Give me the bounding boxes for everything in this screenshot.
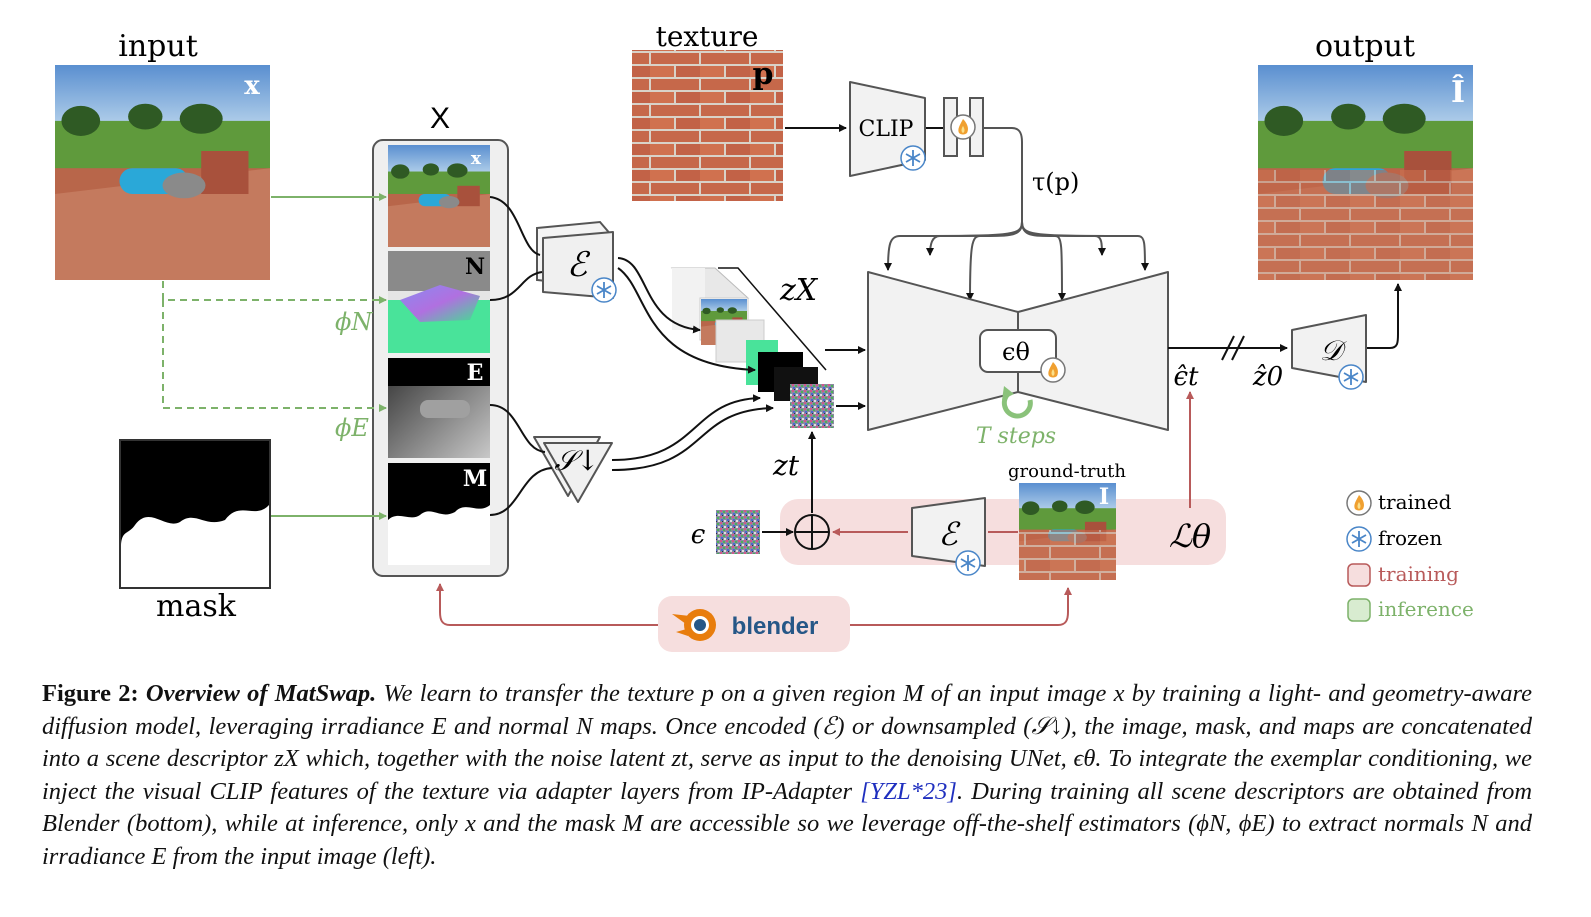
stack-normal-map: N (388, 251, 490, 353)
svg-text:blender: blender (732, 613, 819, 640)
blender-to-gt-arrow (850, 587, 1072, 626)
caption-title: Overview of MatSwap. (145, 680, 377, 707)
figure-caption: Figure 2: Overview of MatSwap. We learn … (42, 678, 1532, 873)
stack-image-x: x (388, 145, 490, 247)
epsilon-noise-patch (716, 510, 760, 554)
denoising-unet: ϵθ (867, 271, 1169, 431)
encoder-to-latent-arrows (611, 257, 866, 471)
conditioning-branches (884, 221, 1149, 301)
svg-text:ℰ: ℰ (938, 515, 961, 553)
svg-text:N: N (465, 254, 485, 280)
svg-text:CLIP: CLIP (859, 117, 914, 142)
decoder-to-output-arrow (1367, 283, 1402, 349)
output-i-label: Î (1451, 74, 1465, 110)
inference-arrows (162, 193, 387, 520)
stack-to-encoder-arrows (489, 196, 553, 516)
flame-icon (1346, 490, 1372, 516)
loss-label: ℒθ (1169, 517, 1211, 555)
epsilon-label: ϵ (691, 520, 706, 550)
texture-image: p (632, 50, 783, 201)
training-swatch (1347, 563, 1371, 587)
svg-text:frozen: frozen (1378, 526, 1442, 550)
tau-p-label: τ(p) (1032, 168, 1079, 196)
svg-text:M: M (463, 466, 487, 492)
caption-citation-link[interactable]: [YZL*23] (860, 777, 957, 805)
phi-e-label: ϕE (335, 414, 369, 442)
caption-body-end: . During training all scene descriptors … (42, 777, 1533, 870)
caption-body: We learn to transfer the texture p on a … (42, 680, 1533, 805)
matswap-diagram: input texture output mask x p Î X x N (55, 20, 1474, 652)
output-image: Î (1258, 65, 1473, 280)
input-image: x (55, 65, 270, 280)
blender-logo: blender (658, 596, 850, 652)
ground-truth-image: I (1019, 483, 1116, 580)
clip-encoder: CLIP (849, 81, 926, 177)
scene-x-title: X (430, 102, 450, 135)
texture-title: texture (656, 20, 759, 53)
ground-truth-label: ground-truth (1008, 461, 1126, 482)
eps-hat-label: ϵ̂t (1173, 362, 1199, 392)
refresh-icon (1001, 386, 1033, 419)
stack-mask-map: M (388, 463, 490, 565)
encoder-bottom: ℰ (911, 497, 986, 576)
legend-frozen: frozen (1346, 526, 1442, 552)
legend-training: training (1347, 562, 1459, 587)
skip-mark (1221, 335, 1245, 361)
adapter-to-unet-line (983, 127, 1023, 222)
stack-irradiance-map: E (388, 358, 490, 458)
input-title: input (118, 29, 198, 64)
z-hat-0-label: ẑ0 (1252, 362, 1283, 392)
legend-trained: trained (1346, 490, 1452, 516)
legend: trained frozen training inference (1346, 490, 1474, 622)
legend-inference: inference (1347, 597, 1474, 622)
svg-text:inference: inference (1378, 597, 1474, 621)
zt-label: zt (772, 449, 800, 482)
zt-noise-patch (790, 384, 834, 428)
svg-text:training: training (1378, 562, 1459, 586)
output-title: output (1315, 29, 1415, 64)
ip-adapter (943, 97, 984, 157)
svg-text:E: E (467, 360, 484, 386)
svg-text:𝒮↓: 𝒮↓ (554, 444, 599, 477)
phi-n-label: ϕN (335, 308, 373, 336)
input-x-label: x (244, 71, 260, 101)
caption-figure-number: Figure 2: (42, 680, 139, 707)
svg-text:x: x (471, 149, 482, 169)
decoder: 𝒟 (1291, 314, 1367, 390)
downsample-block: 𝒮↓ (533, 436, 613, 503)
svg-text:I: I (1099, 484, 1109, 510)
zx-label: zX (779, 273, 819, 308)
t-steps-label: T steps (976, 424, 1056, 449)
mask-title: mask (156, 589, 237, 624)
svg-text:ℰ: ℰ (567, 245, 591, 285)
encoder-top: ℰ (536, 220, 617, 303)
eps-theta-label: ϵθ (1002, 338, 1030, 366)
texture-p-label: p (753, 57, 774, 92)
blender-to-stack-arrow (436, 583, 658, 626)
add-node (794, 514, 830, 550)
snowflake-icon (1346, 526, 1372, 552)
mask-image (119, 439, 271, 589)
svg-text:trained: trained (1378, 490, 1452, 514)
inference-swatch (1347, 598, 1371, 622)
